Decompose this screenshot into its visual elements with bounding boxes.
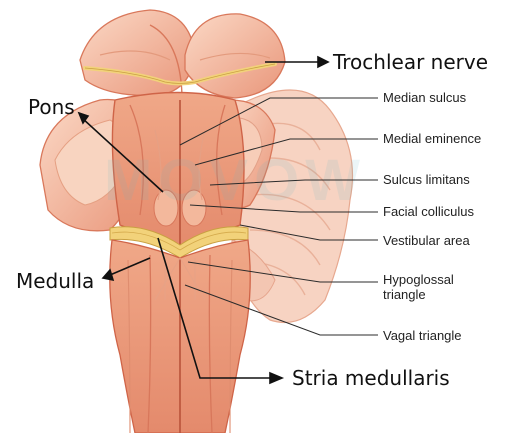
- label-vestibular-area: Vestibular area: [383, 233, 470, 248]
- label-hypoglossal-line1: Hypoglossal: [383, 272, 454, 287]
- label-hypoglossal-line2: triangle: [383, 287, 426, 302]
- label-pons: Pons: [28, 95, 75, 119]
- label-stria-medullaris: Stria medullaris: [292, 366, 450, 390]
- label-median-sulcus: Median sulcus: [383, 90, 467, 105]
- medulla-oblongata: [110, 240, 250, 433]
- label-medial-eminence: Medial eminence: [383, 131, 481, 146]
- label-trochlear-nerve: Trochlear nerve: [332, 50, 488, 74]
- label-vagal-triangle: Vagal triangle: [383, 328, 462, 343]
- label-facial-colliculus: Facial colliculus: [383, 204, 475, 219]
- label-sulcus-limitans: Sulcus limitans: [383, 172, 470, 187]
- label-medulla: Medulla: [16, 269, 94, 293]
